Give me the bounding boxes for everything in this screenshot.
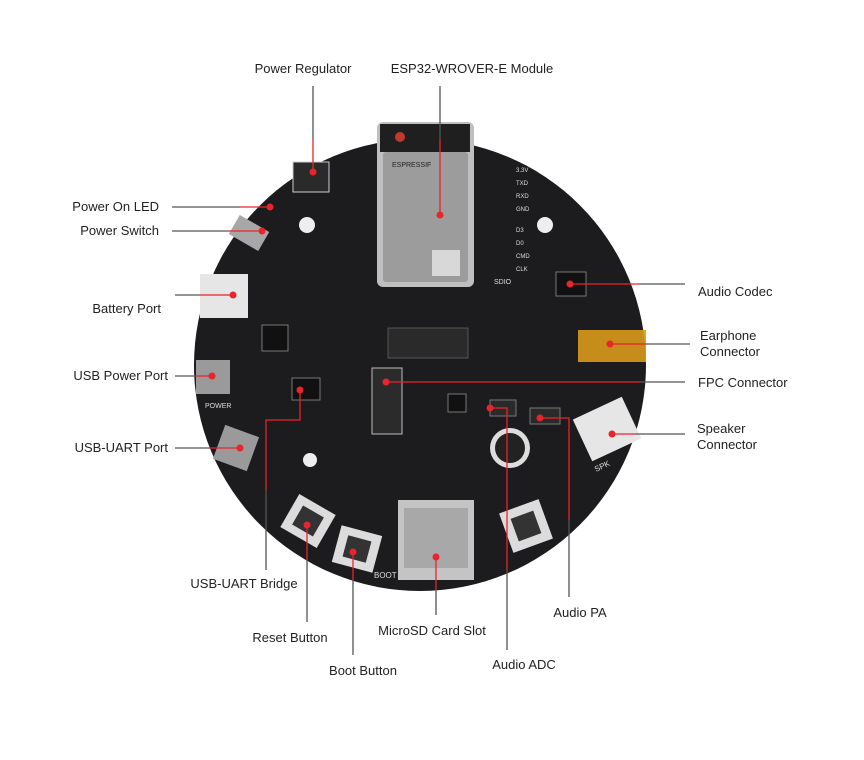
sdio-pin-label: CLK (516, 267, 528, 273)
fpc-connector (371, 367, 403, 435)
power-regulator (292, 161, 330, 193)
label-usb-power-port: USB Power Port (73, 368, 168, 383)
label-fpc-connector: FPC Connector (698, 375, 788, 390)
label-audio-pa: Audio PA (553, 605, 607, 620)
pin-label: RXD (516, 194, 529, 200)
marker-dots (208, 168, 616, 561)
module-brand: ESPRESSIF (392, 162, 431, 169)
power-switch (228, 214, 270, 252)
boot-silk: BOOT (374, 571, 397, 580)
label-usb-uart-port: USB-UART Port (74, 440, 168, 455)
label-earphone-connector-line2: Connector (700, 344, 760, 359)
sdio-pin-label: D0 (516, 241, 524, 247)
label-boot-button: Boot Button (329, 663, 397, 678)
pin-label: GND (516, 207, 530, 213)
sdio-pin-label: D3 (516, 228, 524, 234)
label-power-on-led: Power On LED (72, 199, 159, 214)
label-speaker-connector-line2: Connector (697, 437, 757, 452)
label-battery-port: Battery Port (92, 301, 161, 316)
label-earphone-connector-line1: Earphone (700, 328, 757, 343)
pcb-board (194, 139, 646, 591)
speaker-port (572, 396, 642, 462)
label-power-regulator: Power Regulator (254, 61, 352, 76)
label-microsd-slot: MicroSD Card Slot (378, 623, 486, 638)
sdio-silk: SDIO (494, 279, 512, 286)
sdio-pin-label: CMD (516, 254, 530, 260)
battery-port (200, 274, 248, 318)
label-reset-button: Reset Button (252, 630, 328, 645)
pin-label: TXD (516, 181, 529, 187)
label-audio-adc: Audio ADC (492, 657, 556, 672)
power-silk: POWER (205, 403, 231, 410)
label-audio-codec: Audio Codec (698, 284, 773, 299)
label-speaker-connector-line1: Speaker (697, 421, 746, 436)
label-usb-uart-bridge: USB-UART Bridge (190, 576, 298, 591)
leader-lines (172, 86, 690, 655)
pin-label: 3.3V (516, 168, 528, 174)
label-power-switch: Power Switch (80, 223, 159, 238)
label-esp32-module: ESP32-WROVER-E Module (390, 61, 554, 76)
